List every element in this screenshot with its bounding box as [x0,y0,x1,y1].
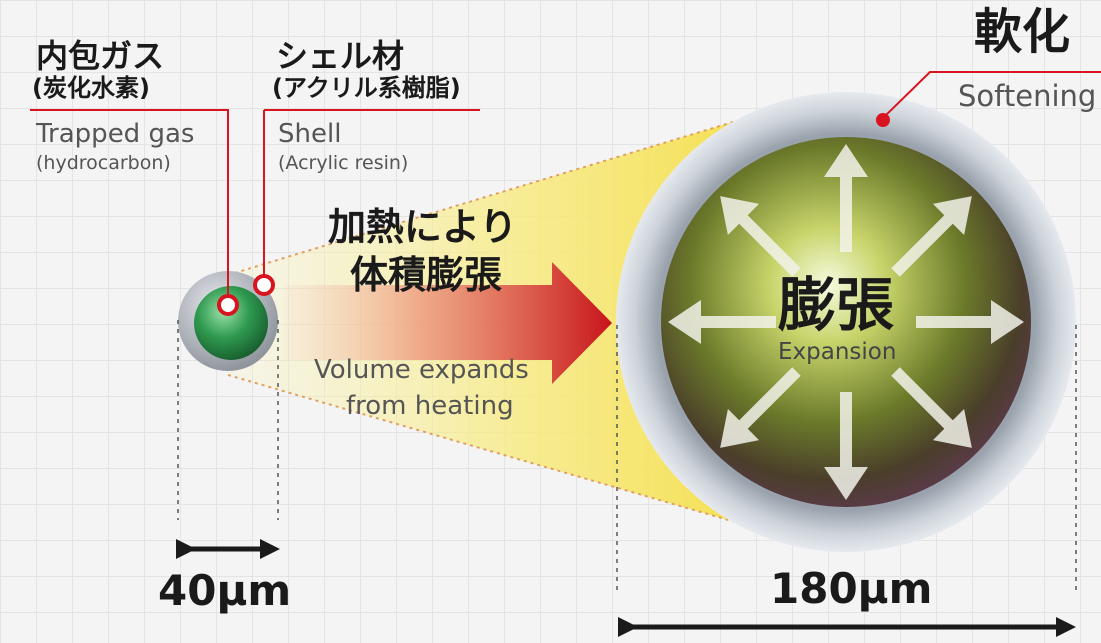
softening-title-jp: 軟化 [974,4,1071,60]
process-line1-en: Volume expands [314,355,529,385]
softening-callout-line [882,71,1101,119]
shell-title-jp: シェル材 [276,37,405,75]
expansion-arrow-down-left [720,367,801,448]
shell-subtitle-jp: (アクリル系樹脂) [272,74,461,102]
process-line2-jp: 体積膨張 [350,253,503,297]
expansion-title-jp: 膨張 [778,271,895,339]
process-arrow [285,262,612,384]
softening-title-en: Softening [958,79,1097,113]
shell-subtitle-en: (Acrylic resin) [278,152,409,174]
callout-lines [30,71,1101,300]
gas-subtitle-jp: (炭化水素) [32,74,150,102]
expansion-arrow-up-left [720,196,801,277]
cone-bottom-edge [227,374,757,529]
gas-subtitle-en: (hydrocarbon) [36,152,171,174]
small-microsphere [178,271,278,371]
gas-callout-line [30,109,229,300]
gas-title-jp: 内包ガス [36,37,165,75]
shell-marker [253,274,275,296]
expansion-title-en: Expansion [778,339,897,365]
expansion-arrows [668,144,1024,500]
expansion-arrow-down [824,392,868,500]
expansion-arrow-up-right [891,196,972,277]
large-size-label: 180μm [770,564,933,613]
process-line2-en: from heating [346,391,514,421]
expansion-arrow-up [824,144,868,252]
process-line1-jp: 加熱により [328,205,518,249]
small-gas-core [194,286,268,360]
shell-title-en: Shell [278,119,342,149]
gas-title-en: Trapped gas [36,119,195,149]
expansion-arrow-right [916,300,1024,344]
expansion-arrow-left [668,300,776,344]
gas-marker [217,294,239,316]
cone-top-edge [227,114,757,276]
expansion-arrow-down-right [891,367,972,448]
small-size-label: 40μm [158,566,292,615]
softening-marker [876,113,890,127]
dimension-guides [177,320,1077,595]
